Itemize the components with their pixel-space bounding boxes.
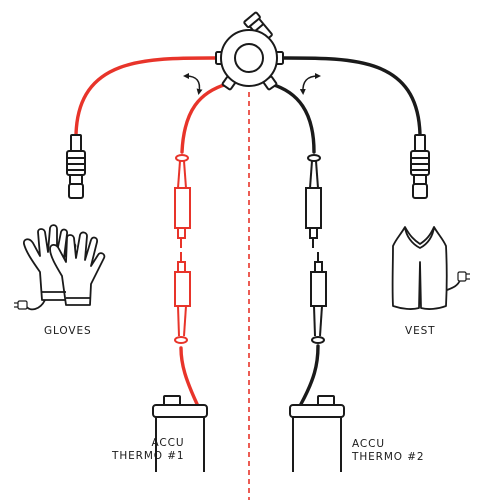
rotate-arrow-icon (183, 73, 203, 95)
black-adapter-lower (310, 252, 327, 344)
vest-connector (410, 134, 430, 199)
gloves-label: GLOVES (44, 325, 92, 337)
plug-icon (14, 300, 28, 310)
gloves-icon (23, 224, 106, 311)
accu-thermo-2-line1: ACCU (352, 438, 385, 450)
red-cable-gloves (74, 56, 224, 137)
black-cable-vest (274, 56, 422, 137)
battery-icon (152, 395, 208, 472)
red-adapter-upper (174, 154, 191, 248)
battery-icon (289, 395, 345, 472)
black-cable-thermo2 (269, 82, 316, 154)
vest-label: VEST (405, 325, 436, 337)
cables (74, 56, 422, 406)
vest-icon (391, 226, 461, 310)
accu-thermo-1-label: ACCU THERMO #1 (112, 437, 184, 463)
gloves-connector (66, 134, 86, 199)
accu-thermo-1-line1: ACCU (151, 437, 185, 449)
splitter-hub-icon (215, 11, 284, 91)
red-adapter-lower (174, 252, 191, 344)
accu-thermo-2-label: ACCU THERMO #2 (352, 438, 424, 464)
red-cable-thermo1 (180, 82, 229, 154)
rotate-arrow-icon (299, 73, 321, 95)
accu-thermo-2-line2: THERMO #2 (352, 451, 425, 463)
black-adapter-upper (305, 154, 322, 248)
plug-icon (457, 271, 470, 282)
accu-thermo-1-line2: THERMO #1 (112, 450, 185, 462)
